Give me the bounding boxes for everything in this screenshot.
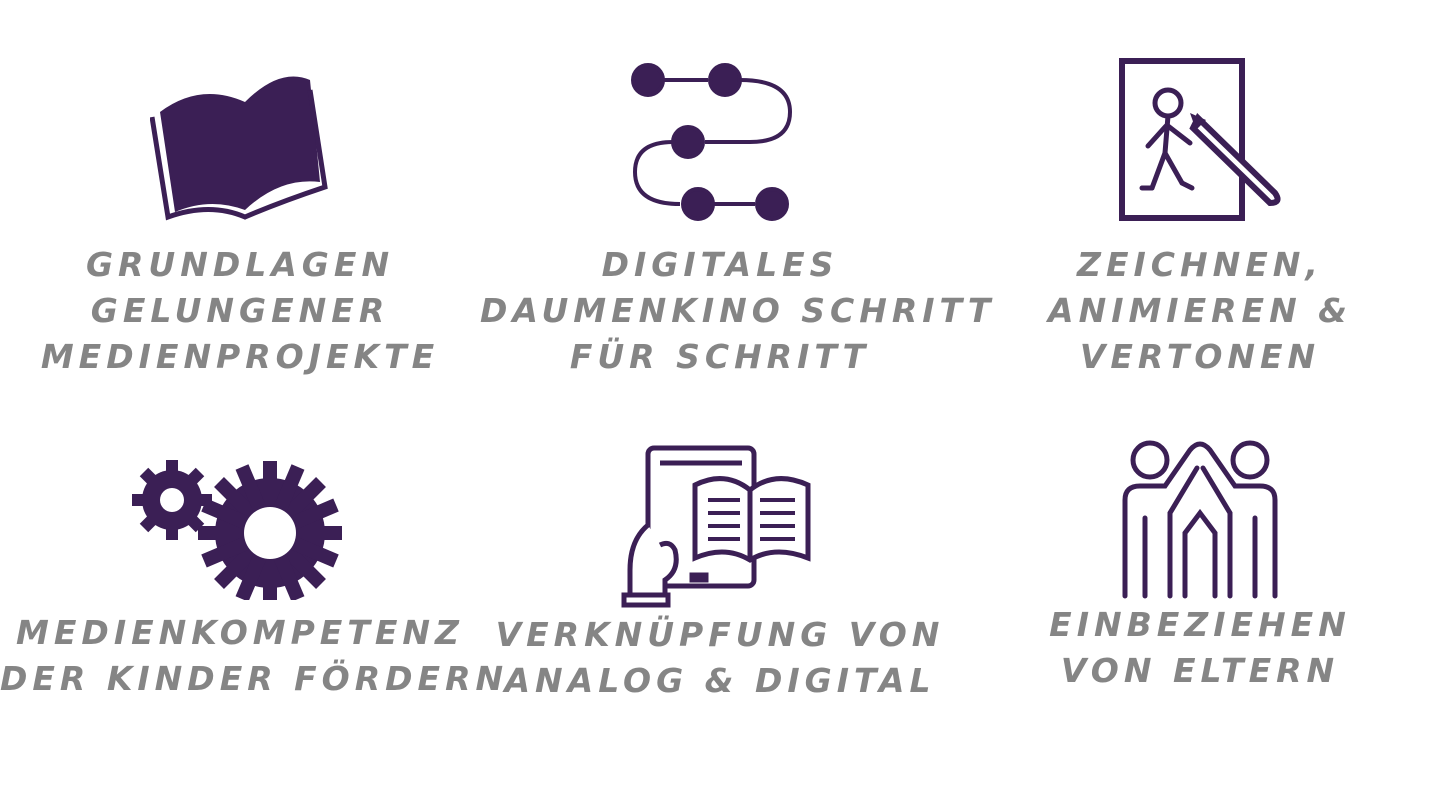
label-line: gelungener — [90, 291, 390, 330]
item-zeichnen: Zeichnen, animieren & vertonen — [960, 58, 1440, 380]
label-line: für Schritt — [569, 337, 871, 376]
label-line: Grundlagen — [85, 245, 395, 284]
item-verknuepfung: Verknüpfung von analog & digital — [480, 445, 960, 704]
gears-icon — [132, 460, 342, 600]
label-line: Zeichnen, — [1077, 245, 1323, 284]
label-line: von Eltern — [1060, 651, 1340, 690]
item-daumenkino: Digitales Daumenkino Schritt für Schritt — [480, 62, 996, 380]
item-label: Verknüpfung von analog & digital — [480, 612, 960, 704]
label-line: analog & digital — [504, 661, 936, 700]
item-label: Grundlagen gelungener Medienprojekte — [0, 242, 480, 380]
label-line: Medienkompetenz — [16, 613, 464, 652]
open-book-icon — [150, 76, 328, 221]
tablet-book-icon — [621, 445, 811, 608]
label-line: Verknüpfung von — [495, 615, 945, 654]
label-line: vertonen — [1079, 337, 1321, 376]
item-eltern: Einbeziehen von Eltern — [960, 438, 1440, 694]
label-line: der Kinder fördern — [0, 659, 509, 698]
drawing-figure-pencil-icon — [1119, 58, 1281, 221]
label-line: Medienprojekte — [40, 337, 440, 376]
high-five-icon — [1122, 440, 1278, 599]
item-label: Einbeziehen von Eltern — [960, 602, 1440, 694]
item-label: Digitales Daumenkino Schritt für Schritt — [480, 242, 996, 380]
item-grundlagen: Grundlagen gelungener Medienprojekte — [0, 62, 480, 380]
label-line: Einbeziehen — [1049, 605, 1351, 644]
item-medienkompetenz: Medienkompetenz der Kinder fördern — [0, 455, 509, 702]
label-line: animieren & — [1048, 291, 1352, 330]
step-flow-icon — [631, 63, 793, 221]
label-line: Digitales — [601, 245, 839, 284]
item-label: Zeichnen, animieren & vertonen — [960, 242, 1440, 380]
item-label: Medienkompetenz der Kinder fördern — [0, 610, 509, 702]
label-line: Daumenkino Schritt — [480, 291, 996, 330]
